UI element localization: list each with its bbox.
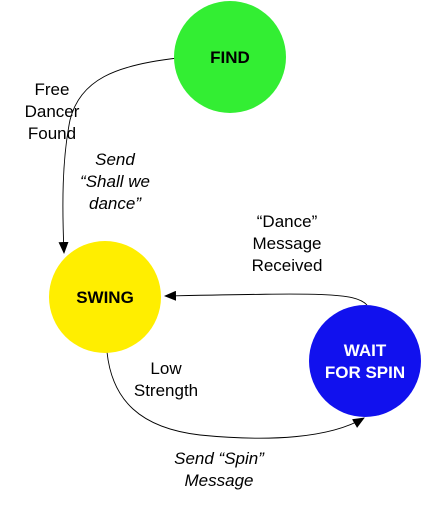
action-line: Send “Spin” (174, 449, 265, 468)
action-line: Message (185, 471, 254, 490)
condition-line: Message (253, 234, 322, 253)
condition-line: Found (28, 124, 76, 143)
action-line: “Shall we (80, 172, 150, 191)
edge-swing-to-wait (106, 351, 365, 439)
condition-line: “Dance” (257, 212, 318, 231)
label-swing-to-wait-condition: Low Strength (134, 359, 198, 400)
action-line: dance” (89, 194, 142, 213)
state-swing-label: SWING (76, 288, 134, 307)
condition-line: Low (150, 359, 182, 378)
state-wait-label-line2: FOR SPIN (325, 363, 405, 382)
state-swing-circle (49, 241, 161, 353)
condition-line: Strength (134, 381, 198, 400)
condition-line: Free (35, 80, 70, 99)
state-find-circle (174, 1, 286, 113)
state-wait-for-spin: WAIT FOR SPIN (309, 305, 421, 417)
action-line: Send (95, 150, 135, 169)
edge-find-to-swing (58, 57, 179, 254)
label-wait-to-swing-condition: “Dance” Message Received (252, 212, 323, 275)
label-find-to-swing-action: Send “Shall we dance” (80, 150, 150, 213)
condition-line: Dancer (25, 102, 80, 121)
state-find-label: FIND (210, 48, 250, 67)
state-wait-circle (309, 305, 421, 417)
edge-wait-to-swing (164, 290, 368, 306)
state-find: FIND (174, 1, 286, 113)
state-wait-label-line1: WAIT (344, 341, 387, 360)
label-find-to-swing-condition: Free Dancer Found (25, 80, 80, 143)
state-swing: SWING (49, 241, 161, 353)
condition-line: Received (252, 256, 323, 275)
label-swing-to-wait-action: Send “Spin” Message (174, 449, 265, 490)
